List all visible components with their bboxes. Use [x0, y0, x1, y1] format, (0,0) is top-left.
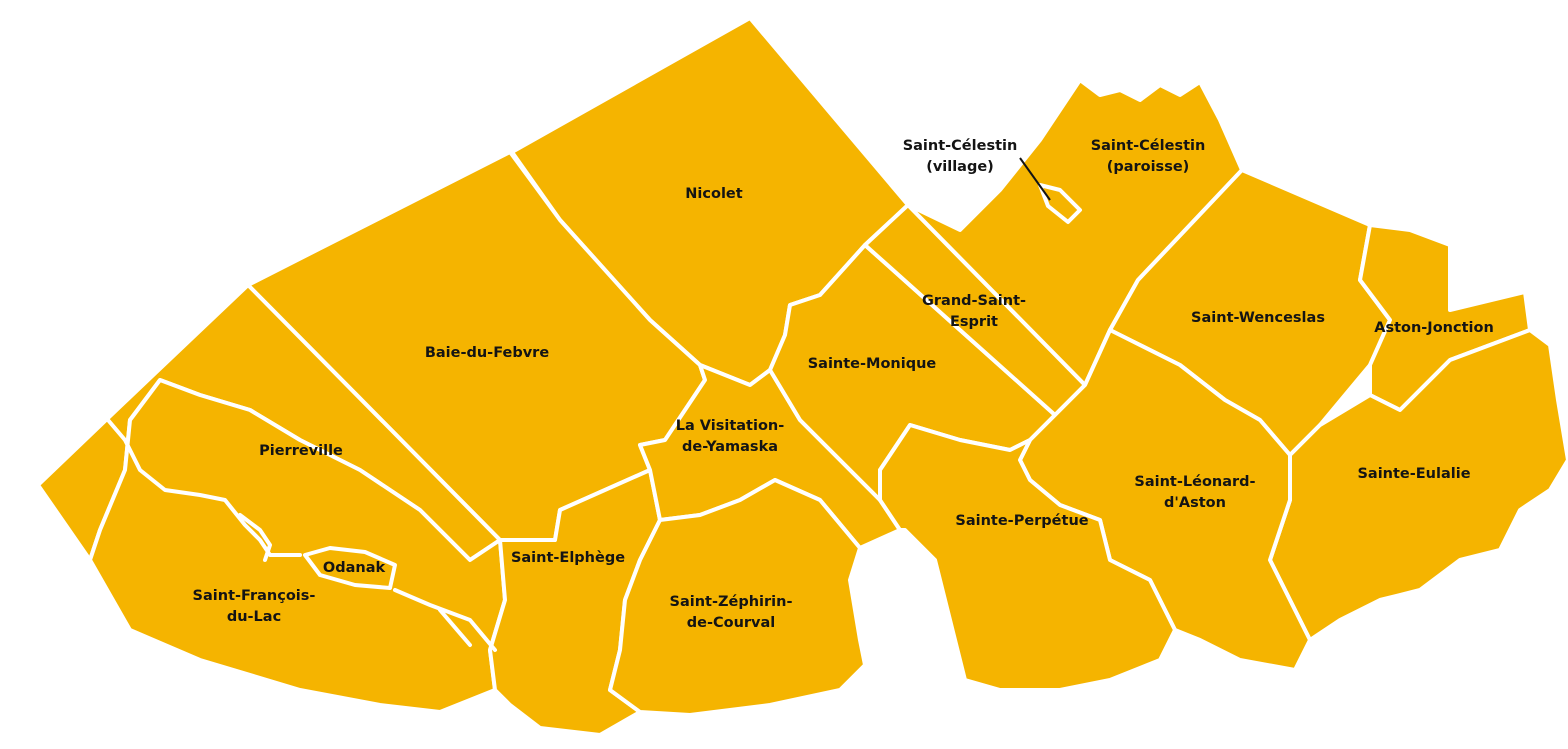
- label-baie-du-febvre: Baie-du-Febvre: [425, 345, 550, 361]
- label-aston-jonction: Aston-Jonction: [1374, 320, 1494, 336]
- label-line: Saint-Célestin: [1091, 138, 1206, 154]
- saint-celestin-village-leader: [1019, 157, 1051, 201]
- label-line: Odanak: [323, 560, 386, 576]
- label-odanak: Odanak: [323, 560, 386, 576]
- label-saint-wenceslas: Saint-Wenceslas: [1191, 310, 1325, 326]
- label-pierreville: Pierreville: [259, 443, 343, 459]
- label-grand-saint-esprit: Grand-Saint- Esprit: [922, 293, 1026, 330]
- label-saint-elphege: Saint-Elphège: [511, 550, 625, 566]
- label-line: Grand-Saint-: [922, 293, 1026, 309]
- label-nicolet: Nicolet: [685, 186, 742, 202]
- region-saint-zephirin-de-courval[interactable]: [608, 478, 867, 717]
- label-line: du-Lac: [227, 609, 281, 625]
- label-saint-celestin-village: Saint-Célestin (village): [903, 138, 1018, 175]
- label-saint-celestin-paroisse: Saint-Célestin (paroisse): [1091, 138, 1206, 175]
- label-line: Baie-du-Febvre: [425, 345, 550, 361]
- label-line: de-Courval: [687, 615, 776, 631]
- label-line: Saint-Elphège: [511, 550, 625, 566]
- label-line: de-Yamaska: [682, 439, 778, 455]
- label-sainte-perpetue: Sainte-Perpétue: [955, 513, 1088, 529]
- label-sainte-eulalie: Sainte-Eulalie: [1357, 466, 1470, 482]
- label-line: (village): [926, 159, 994, 175]
- label-line: Saint-Léonard-: [1134, 474, 1255, 490]
- region-sainte-perpetue[interactable]: [878, 423, 1177, 692]
- label-line: Sainte-Eulalie: [1357, 466, 1470, 482]
- label-line: Esprit: [950, 314, 998, 330]
- label-saint-leonard-d-aston: Saint-Léonard-d'Aston: [1134, 474, 1255, 511]
- label-line: Aston-Jonction: [1374, 320, 1494, 336]
- label-line: Pierreville: [259, 443, 343, 459]
- region-saint-celestin-village[interactable]: [1038, 183, 1082, 224]
- label-line: Saint-Wenceslas: [1191, 310, 1325, 326]
- label-sainte-monique: Sainte-Monique: [808, 356, 937, 372]
- label-line: Saint-Zéphirin-: [670, 594, 793, 610]
- label-la-visitation-de-yamaska: La Visitation-de-Yamaska: [676, 418, 785, 455]
- label-saint-zephirin-de-courval: Saint-Zéphirin-de-Courval: [670, 594, 793, 631]
- label-line: La Visitation-: [676, 418, 785, 434]
- label-line: Saint-François-: [193, 588, 316, 604]
- region-odanak[interactable]: [303, 546, 397, 590]
- region-saint-francois-du-lac[interactable]: [88, 378, 507, 714]
- label-line: Sainte-Monique: [808, 356, 937, 372]
- label-line: Sainte-Perpétue: [955, 513, 1088, 529]
- label-line: Nicolet: [685, 186, 742, 202]
- river-lines: [106, 418, 497, 652]
- label-line: Saint-Célestin: [903, 138, 1018, 154]
- label-saint-francois-du-lac: Saint-François-du-Lac: [193, 588, 316, 625]
- label-line: (paroisse): [1107, 159, 1190, 175]
- label-line: d'Aston: [1164, 495, 1226, 511]
